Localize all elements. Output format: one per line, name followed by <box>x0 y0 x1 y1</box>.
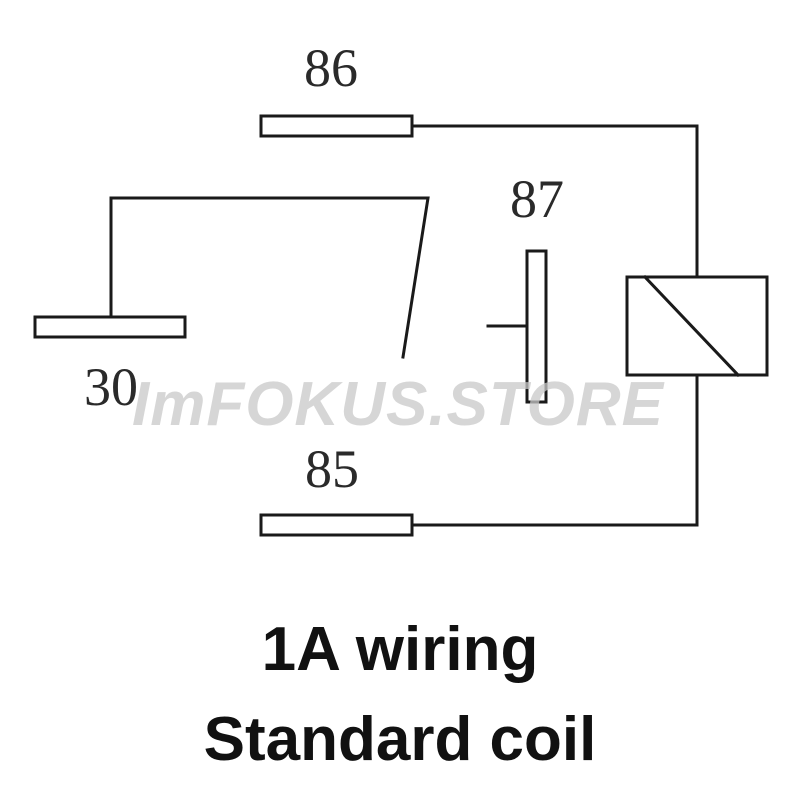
coil-box <box>625 275 769 377</box>
wire-86-to-coil <box>410 124 699 279</box>
pin-86-label: 86 <box>304 38 358 98</box>
caption-line-1: 1A wiring <box>262 615 539 684</box>
pin-30-label: 30 <box>84 357 138 417</box>
pin-87-label: 87 <box>510 169 564 229</box>
contact-87 <box>525 249 548 404</box>
terminal-86 <box>259 114 414 138</box>
terminal-85 <box>259 513 414 537</box>
wire-coil-to-85 <box>410 373 699 527</box>
pin-85-label: 85 <box>305 439 359 499</box>
caption-line-2: Standard coil <box>204 705 597 774</box>
relay-coil <box>625 274 769 378</box>
switch-arm-30 <box>109 196 430 359</box>
coil-diagonal <box>642 274 741 378</box>
terminal-30 <box>33 315 187 339</box>
watermark-text: ImFOKUS.STORE <box>132 370 665 439</box>
